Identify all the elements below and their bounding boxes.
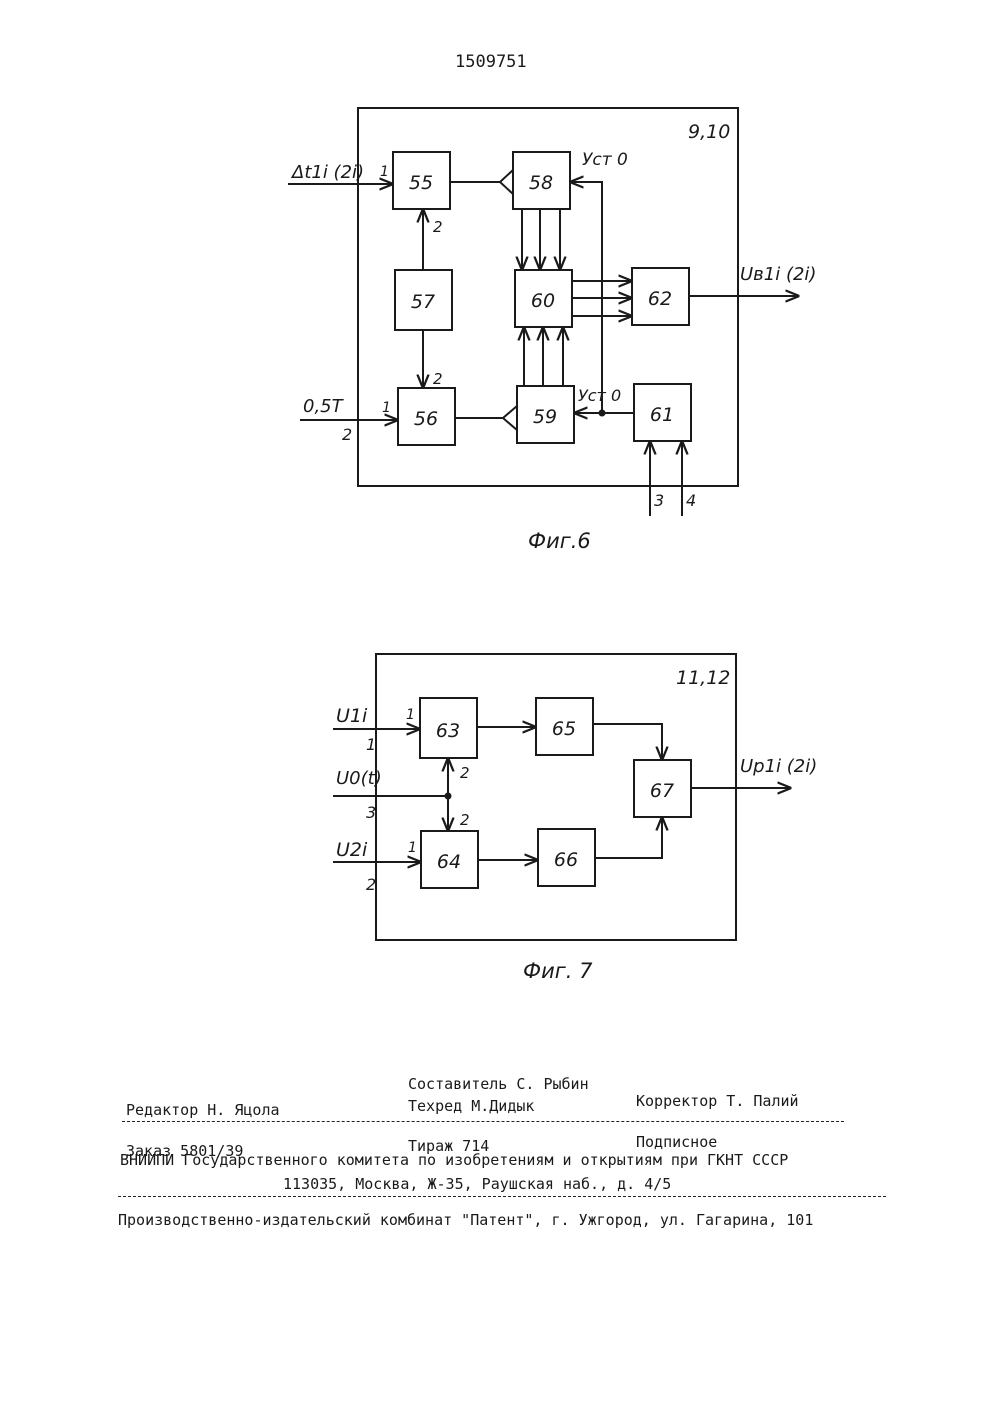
fig7-input-1-pin: 1 xyxy=(406,707,415,723)
fig7-input-2-label: U2i xyxy=(336,839,368,861)
fig7-pin-64: 2 xyxy=(460,811,470,829)
fig6-pin-57-55: 2 xyxy=(433,218,443,236)
footer-address: 113035, Москва, Ж-35, Раушская наб., д. … xyxy=(283,1175,671,1193)
fig7-pin-63: 2 xyxy=(460,764,470,782)
fig6-set-label-top: Уст 0 xyxy=(582,150,628,170)
block-67-label: 67 xyxy=(650,780,674,802)
fig6-input-top-label: Δt1i (2i) xyxy=(290,162,364,183)
fig6-59-input-symbol xyxy=(503,406,517,430)
footer-divider-1 xyxy=(122,1121,844,1122)
fig7-input-1-num: 1 xyxy=(366,735,376,754)
fig6-input-bottom-num: 2 xyxy=(342,425,352,444)
block-59-label: 59 xyxy=(533,406,557,428)
block-64-label: 64 xyxy=(437,851,461,873)
block-63-label: 63 xyxy=(436,720,460,742)
fig7-input-2-num: 2 xyxy=(366,875,376,894)
fig7-caption: Фиг. 7 xyxy=(523,959,593,983)
fig7-frame-label: 11,12 xyxy=(676,667,730,689)
fig7-66-to-67 xyxy=(595,818,662,858)
fig7-input-0-num: 3 xyxy=(366,803,376,822)
figure-7: 11,12 63 65 64 66 67 U1i 1 1 U0(t) 3 2 xyxy=(333,654,817,983)
fig6-58-input-symbol xyxy=(500,170,513,194)
fig7-output-label: Up1i (2i) xyxy=(740,756,817,777)
block-57-label: 57 xyxy=(411,291,435,313)
block-58-label: 58 xyxy=(529,172,553,194)
fig7-65-to-67 xyxy=(593,724,662,759)
block-62-label: 62 xyxy=(648,288,672,310)
footer-editor: Редактор Н. Яцола xyxy=(126,1101,280,1119)
fig6-input-bottom-label: 0,5T xyxy=(303,396,345,417)
figures-canvas: 9,10 55 57 56 58 60 59 62 61 Δt1i (2i) 1 xyxy=(0,0,1000,1060)
fig6-frame-label: 9,10 xyxy=(688,121,730,143)
footer-composer: Составитель С. Рыбин xyxy=(408,1075,589,1093)
fig6-caption: Фиг.6 xyxy=(528,529,591,553)
footer-corrector: Корректор Т. Палий xyxy=(636,1092,799,1110)
fig6-input-3-label: 3 xyxy=(654,491,664,510)
fig6-pin-57-56: 2 xyxy=(433,370,443,388)
block-56-label: 56 xyxy=(414,408,438,430)
fig6-input-top-pin: 1 xyxy=(380,164,389,180)
block-61-label: 61 xyxy=(650,404,674,426)
block-55-label: 55 xyxy=(409,172,433,194)
footer-divider-2 xyxy=(118,1196,886,1197)
fig6-output-label: Uв1i (2i) xyxy=(740,264,816,285)
figure-6: 9,10 55 57 56 58 60 59 62 61 Δt1i (2i) 1 xyxy=(288,108,816,553)
footer-org: ВНИИПИ Государственного комитета по изоб… xyxy=(120,1151,788,1169)
footer-publisher: Производственно-издательский комбинат "П… xyxy=(118,1211,813,1229)
fig7-input-2-pin: 1 xyxy=(408,840,417,856)
fig6-input-bottom-pin: 1 xyxy=(382,400,391,416)
block-66-label: 66 xyxy=(554,849,578,871)
fig6-set-label-bottom: Уст 0 xyxy=(578,386,621,405)
fig6-input-4-label: 4 xyxy=(686,491,696,510)
fig7-input-1-label: U1i xyxy=(336,705,368,727)
fig7-input-0-label: U0(t) xyxy=(336,768,382,789)
block-65-label: 65 xyxy=(552,718,576,740)
footer-subscription: Подписное xyxy=(636,1133,717,1151)
footer-techred: Техред М.Дидык xyxy=(408,1097,534,1115)
block-60-label: 60 xyxy=(531,290,555,312)
